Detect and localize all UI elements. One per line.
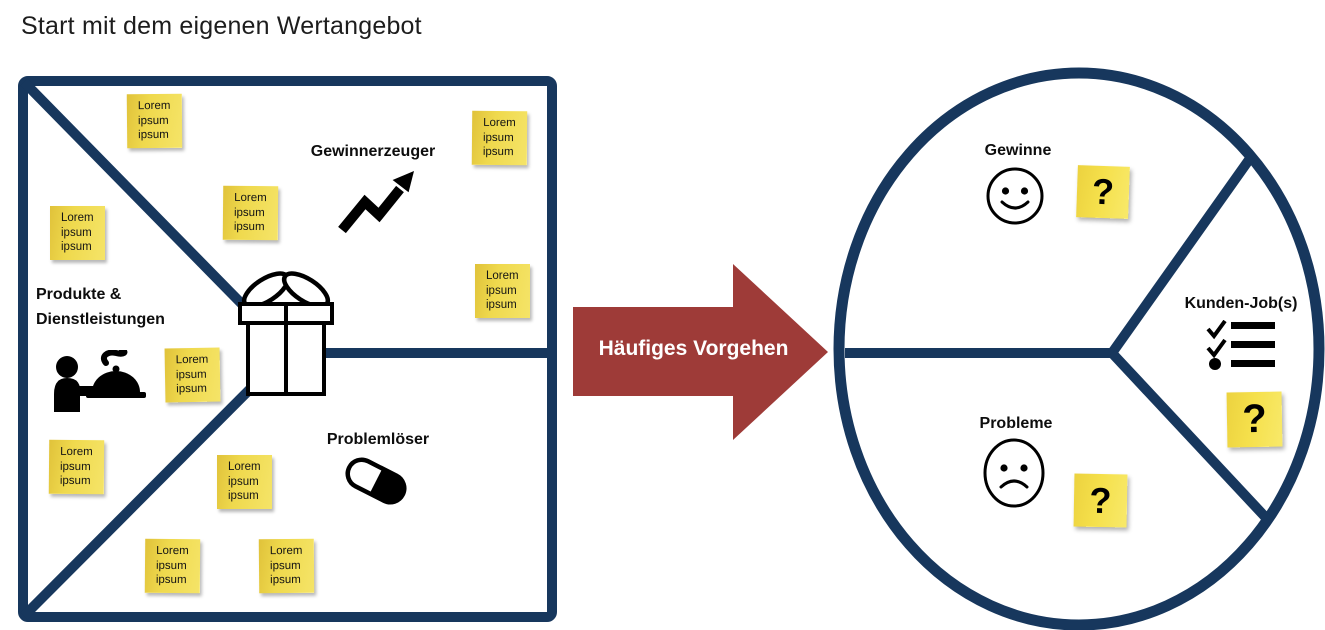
jobs-question-note: ? [1226,391,1283,448]
gain-creators-label: Gewinnerzeuger [310,143,436,160]
process-arrow-label: Häufiges Vorgehen [598,337,789,360]
sticky-note: Lorem ipsum ipsum [48,439,105,495]
pill-icon [345,457,407,505]
page-title: Start mit dem eigenen Wertangebot [21,12,422,40]
sticky-note: Lorem ipsum ipsum [217,455,272,509]
waiter-service-icon [54,350,146,412]
gift-box-icon [238,271,334,396]
sticky-note: Lorem ipsum ipsum [50,206,105,260]
products-services-label: Produkte & Dienstleistungen [36,286,165,328]
jobs-label: Kunden-Job(s) [1184,295,1298,312]
sticky-note: Lorem ipsum ipsum [126,93,183,149]
pain-relievers-label: Problemlöser [326,431,430,448]
pains-question-note: ? [1073,473,1128,528]
sad-face-icon [983,438,1045,508]
sticky-note: Lorem ipsum ipsum [144,538,201,594]
sticky-note: Lorem ipsum ipsum [222,185,279,241]
sticky-note: Lorem ipsum ipsum [475,264,530,318]
gains-label: Gewinne [984,142,1052,159]
gains-question-note: ? [1076,165,1130,219]
trend-up-icon [338,171,414,234]
checklist-icon [1206,320,1275,370]
sticky-note: Lorem ipsum ipsum [471,110,528,166]
smiley-face-icon [986,167,1044,225]
pains-label: Probleme [979,415,1053,432]
sticky-note: Lorem ipsum ipsum [258,538,315,594]
sticky-note: Lorem ipsum ipsum [164,347,221,403]
